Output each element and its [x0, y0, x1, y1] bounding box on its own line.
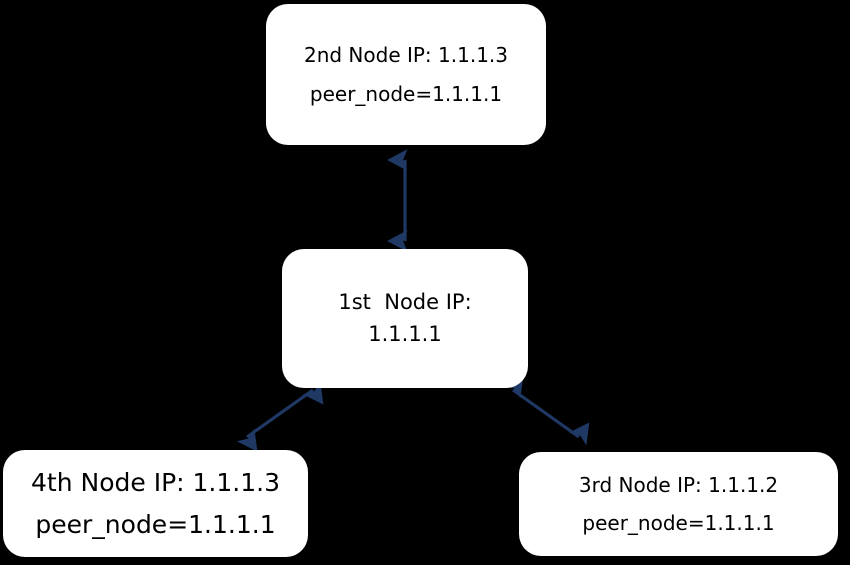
node-second[interactable]: 2nd Node IP: 1.1.1.3 peer_node=1.1.1.1 — [266, 4, 546, 145]
node-first[interactable]: 1st Node IP: 1.1.1.1 — [282, 249, 528, 388]
connector-first-to-fourth — [247, 390, 313, 437]
node-fourth[interactable]: 4th Node IP: 1.1.1.3 peer_node=1.1.1.1 — [3, 450, 308, 557]
node-third-line2: peer_node=1.1.1.1 — [582, 510, 775, 535]
node-first-line2: 1.1.1.1 — [368, 321, 442, 346]
connector-first-to-third — [513, 390, 579, 437]
node-second-line2: peer_node=1.1.1.1 — [309, 82, 503, 106]
node-third[interactable]: 3rd Node IP: 1.1.1.2 peer_node=1.1.1.1 — [519, 452, 838, 556]
node-third-line1: 3rd Node IP: 1.1.1.2 — [578, 473, 779, 498]
node-second-line1: 2nd Node IP: 1.1.1.3 — [303, 42, 509, 67]
node-first-line1: 1st Node IP: — [338, 289, 472, 314]
node-fourth-line1: 4th Node IP: 1.1.1.3 — [31, 468, 280, 497]
node-fourth-line2: peer_node=1.1.1.1 — [35, 510, 276, 539]
